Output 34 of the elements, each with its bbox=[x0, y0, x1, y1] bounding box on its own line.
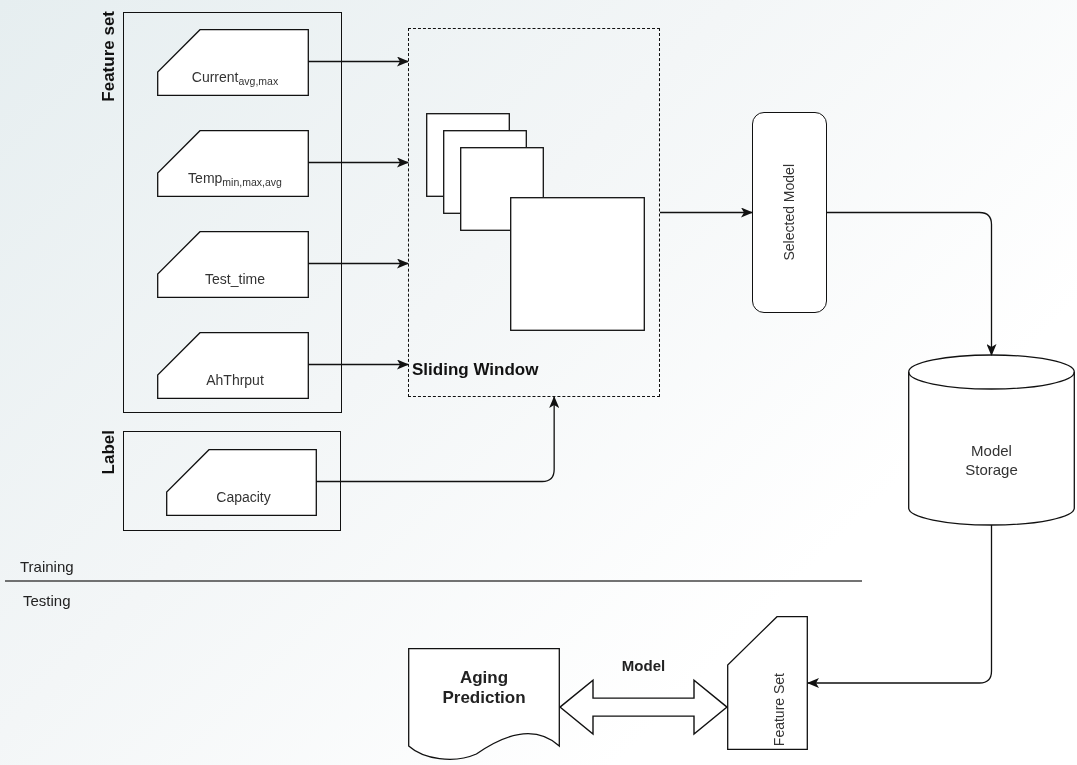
dashed-frame bbox=[408, 28, 660, 397]
node-label: AhThrput bbox=[206, 371, 264, 390]
window-box bbox=[510, 197, 645, 331]
node-label: Selected Model bbox=[780, 164, 798, 261]
node-label: Capacity bbox=[216, 488, 271, 507]
node-label: Temp$_{min,max,avg}$ bbox=[188, 169, 282, 189]
node-label: Current$_{avg,max}$ bbox=[191, 68, 279, 88]
database-cylinder bbox=[908, 355, 1075, 525]
arrow bbox=[315, 396, 560, 483]
card-shape bbox=[157, 29, 309, 96]
card-shape bbox=[727, 616, 808, 750]
process-box bbox=[752, 112, 827, 313]
node-label: Aging Prediction bbox=[441, 668, 527, 710]
section-label: Testing bbox=[23, 591, 71, 611]
node-label: Test_time bbox=[205, 270, 265, 289]
node-label: Sliding Window bbox=[412, 358, 539, 381]
node-label: Model Storage bbox=[964, 440, 1019, 480]
arrow bbox=[307, 359, 409, 370]
arrow bbox=[307, 258, 409, 269]
card-shape bbox=[157, 332, 309, 399]
card-shape bbox=[157, 231, 309, 298]
node-label: Label bbox=[97, 430, 119, 475]
node-label: Feature set bbox=[97, 11, 119, 102]
edge-label: Model bbox=[621, 656, 666, 677]
double-block-arrow bbox=[558, 678, 729, 736]
node-label: Feature Set bbox=[770, 672, 788, 746]
card-shape bbox=[157, 130, 309, 197]
card-shape bbox=[166, 449, 317, 516]
section-label: Training bbox=[20, 557, 74, 577]
arrow bbox=[826, 211, 997, 356]
arrow bbox=[659, 207, 753, 218]
arrow bbox=[807, 524, 993, 688]
arrow bbox=[307, 157, 409, 168]
arrow bbox=[307, 56, 409, 67]
